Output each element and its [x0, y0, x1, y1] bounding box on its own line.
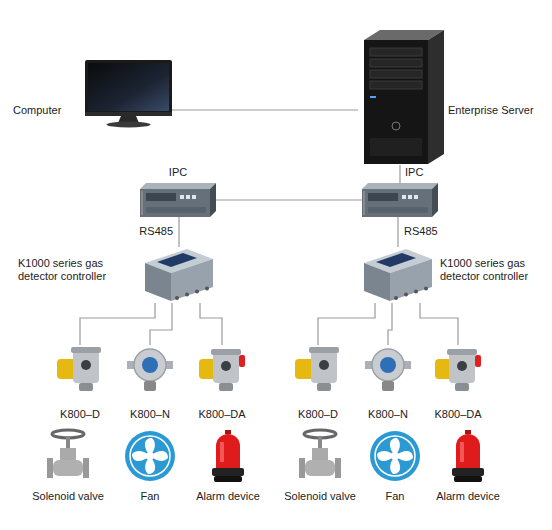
- connector-line: [200, 303, 222, 345]
- connector-line: [397, 217, 398, 247]
- device-label: Fan: [350, 490, 440, 503]
- detector-node: K800–D: [293, 345, 343, 393]
- device-label: K800–DA: [423, 408, 493, 421]
- ipc-node: IPC: [140, 183, 216, 217]
- valve-node: Solenoid valve: [45, 428, 91, 484]
- device-label: K1000 series gas detector controller: [18, 257, 138, 283]
- ipc-node: IPC: [362, 183, 438, 217]
- device-label: Computer: [13, 104, 79, 117]
- device-label: K1000 series gas detector controller: [440, 257, 546, 283]
- connector-line: [178, 217, 179, 247]
- fan-icon: [369, 430, 421, 482]
- connector-line: [399, 165, 400, 183]
- connector-line: [150, 303, 172, 345]
- gas-detector-icon: [125, 345, 175, 393]
- solenoid-valve-icon: [297, 428, 343, 484]
- fan-node: Fan: [124, 430, 176, 482]
- device-label: Solenoid valve: [275, 490, 365, 503]
- gas-detector-icon: [55, 345, 105, 393]
- device-label: IPC: [158, 166, 198, 179]
- solenoid-valve-icon: [45, 428, 91, 484]
- device-label: Alarm device: [423, 490, 513, 503]
- fan-icon: [124, 430, 176, 482]
- controller-icon: [362, 247, 434, 303]
- detector-node: K800–DA: [433, 345, 483, 393]
- gas-detector-icon: [433, 345, 483, 393]
- server-icon: [358, 28, 446, 165]
- detector-node: K800–N: [125, 345, 175, 393]
- server-node: Enterprise Server: [358, 28, 446, 165]
- computer-node: Computer: [85, 60, 172, 128]
- connector-line: [420, 303, 458, 345]
- detector-node: K800–D: [55, 345, 105, 393]
- connector-line: [172, 109, 358, 110]
- signal-label: RS485: [403, 225, 439, 238]
- fan-node: Fan: [369, 430, 421, 482]
- connector-line: [216, 199, 362, 200]
- device-label: Solenoid valve: [23, 490, 113, 503]
- gas-detector-icon: [293, 345, 343, 393]
- controller-node: K1000 series gas detector controller: [143, 247, 215, 303]
- device-label: Fan: [105, 490, 195, 503]
- device-label: K800–DA: [187, 408, 257, 421]
- gas-detector-icon: [197, 345, 247, 393]
- ipc-icon: [140, 183, 216, 217]
- gas-detector-icon: [363, 345, 413, 393]
- monitor-icon: [85, 60, 172, 128]
- alarm-device-icon: [210, 428, 246, 484]
- device-label: K800–D: [283, 408, 353, 421]
- alarm-node: Alarm device: [450, 428, 486, 484]
- ipc-icon: [362, 183, 438, 217]
- edge-label-holder: RS485: [138, 225, 174, 238]
- signal-label: RS485: [138, 225, 174, 238]
- device-label: Alarm device: [183, 490, 273, 503]
- device-label: Enterprise Server: [448, 104, 548, 117]
- alarm-device-icon: [450, 428, 486, 484]
- edge-label-holder: RS485: [403, 225, 439, 238]
- controller-node: K1000 series gas detector controller: [362, 247, 434, 303]
- detector-node: K800–DA: [197, 345, 247, 393]
- detector-node: K800–N: [363, 345, 413, 393]
- valve-node: Solenoid valve: [297, 428, 343, 484]
- device-label: K800–D: [45, 408, 115, 421]
- connector-line: [318, 303, 375, 345]
- alarm-node: Alarm device: [210, 428, 246, 484]
- connector-line: [388, 303, 392, 345]
- device-label: K800–N: [353, 408, 423, 421]
- connector-line: [80, 303, 155, 345]
- device-label: K800–N: [115, 408, 185, 421]
- device-label: IPC: [405, 166, 435, 179]
- controller-icon: [143, 247, 215, 303]
